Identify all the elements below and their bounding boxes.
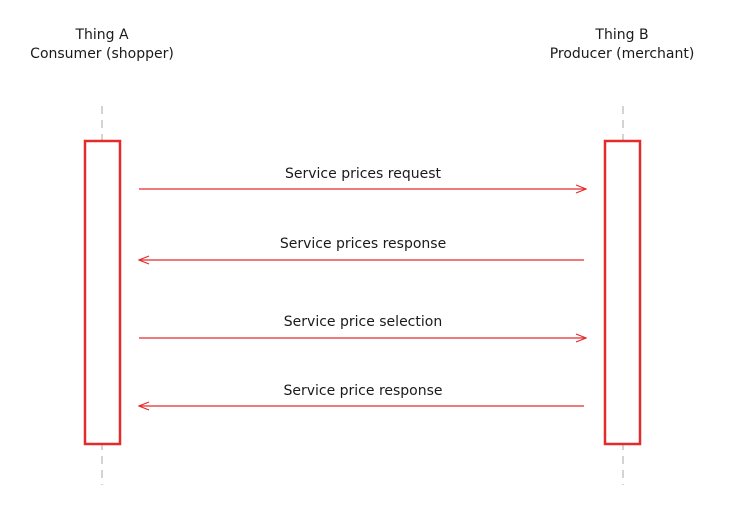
participant-a-role: Consumer (shopper) <box>30 46 174 62</box>
participant-a-header: Thing A Consumer (shopper) <box>0 26 222 64</box>
participant-b-role: Producer (merchant) <box>549 46 695 62</box>
activation-box-a <box>83 139 122 446</box>
message-label-1: Service prices request <box>285 166 441 182</box>
message-label-3: Service price selection <box>283 314 443 330</box>
message-label-4: Service price response <box>283 383 443 399</box>
activation-box-b <box>603 139 642 446</box>
message-label-2: Service prices response <box>279 236 447 252</box>
participant-b-name: Thing B <box>595 27 649 43</box>
participant-a-name: Thing A <box>75 27 129 43</box>
participant-b-header: Thing B Producer (merchant) <box>502 26 734 64</box>
